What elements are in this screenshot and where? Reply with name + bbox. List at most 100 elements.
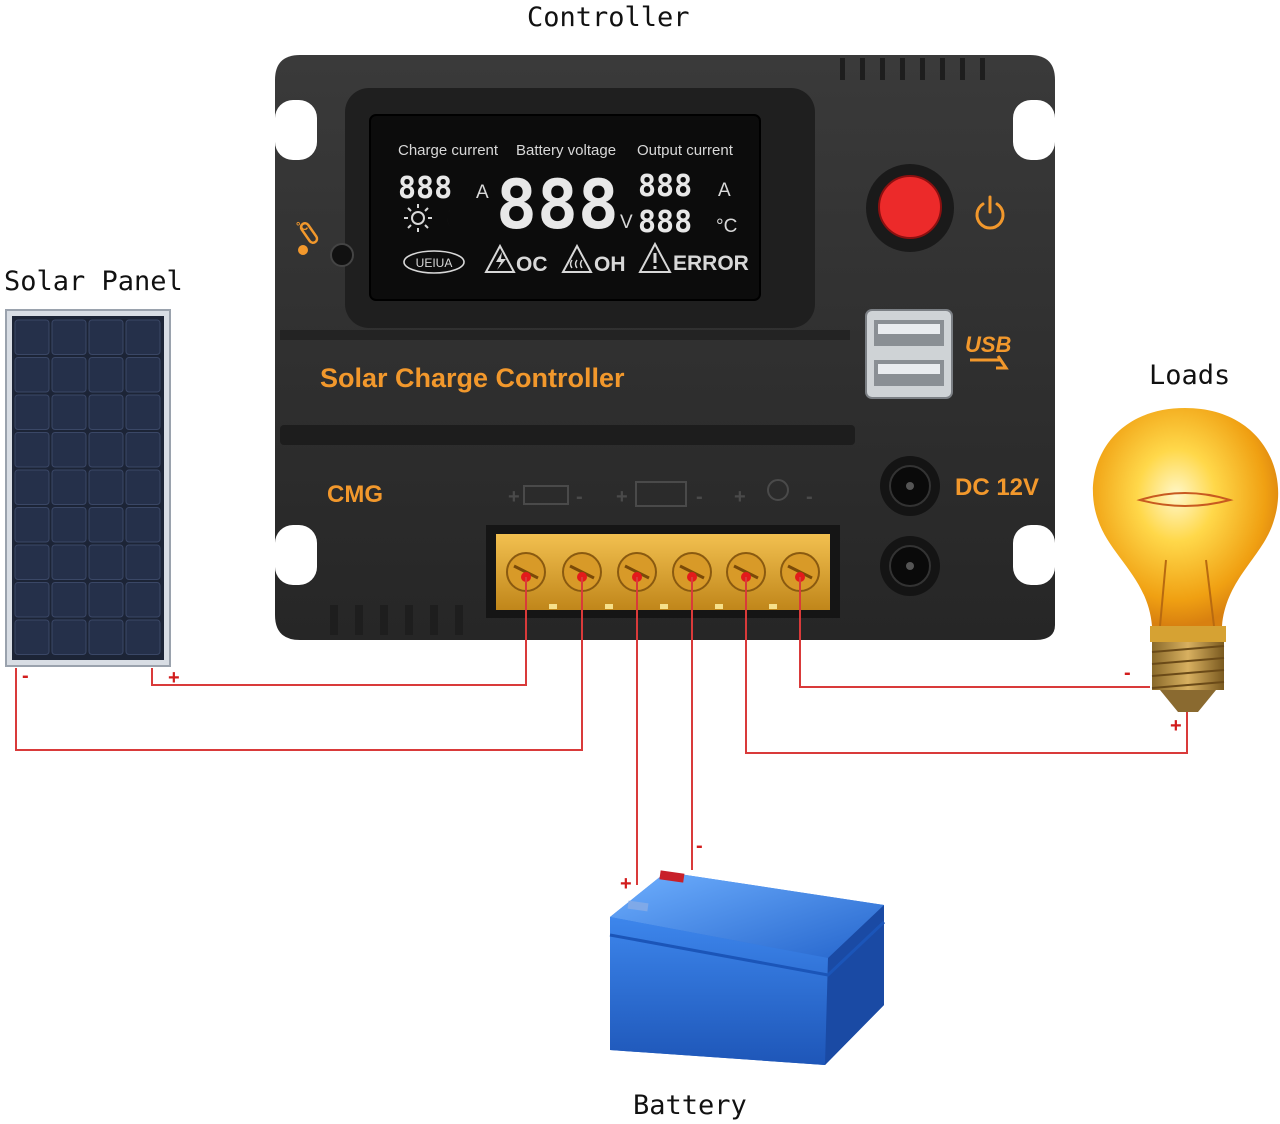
solar-cell	[88, 619, 124, 655]
lcd-error-indicator: ERROR	[673, 252, 749, 275]
loads-label: Loads	[1149, 360, 1231, 391]
solar-cell	[14, 582, 50, 618]
solar-cell	[14, 469, 50, 505]
terminal-marker	[549, 604, 557, 609]
wire-load-positive	[745, 577, 1188, 754]
battery-positive-sign: +	[620, 873, 632, 895]
lcd-output-current-unit: A	[718, 180, 731, 201]
battery	[609, 870, 886, 1065]
solar-cell	[125, 544, 161, 580]
solar-cell	[88, 357, 124, 393]
terminal-marker	[605, 604, 613, 609]
solar-cell	[125, 619, 161, 655]
usb-icon	[970, 355, 1009, 370]
load-positive-sign: +	[1170, 715, 1182, 737]
solar-cell	[88, 582, 124, 618]
lcd-temperature-unit: °C	[716, 216, 737, 237]
lcd-temperature-digits: 888	[638, 205, 692, 240]
solar-cell	[14, 507, 50, 543]
solar-cell	[88, 544, 124, 580]
solar-cell	[88, 507, 124, 543]
lcd-battery-voltage-digits: 888	[496, 166, 619, 245]
lcd-brand: UEIUA	[416, 256, 453, 270]
solar-cell	[88, 319, 124, 355]
solar-cell	[88, 432, 124, 468]
power-icon	[975, 195, 1005, 230]
terminal-marker	[715, 604, 723, 609]
solar-cell	[88, 469, 124, 505]
terminal-block	[486, 525, 840, 618]
power-button[interactable]	[878, 175, 942, 239]
light-bulb	[1092, 408, 1279, 712]
solar-cell	[14, 619, 50, 655]
solar-panel	[5, 309, 171, 667]
svg-text:-: -	[696, 486, 703, 508]
solar-cell	[51, 432, 87, 468]
svg-text:+: +	[616, 486, 628, 508]
panel-negative-sign: -	[22, 665, 29, 687]
battery-positive-terminal	[659, 870, 685, 883]
usb-ports[interactable]	[865, 309, 953, 399]
device-brand: CMG	[327, 481, 383, 508]
solar-cell	[125, 394, 161, 430]
lcd-battery-voltage-unit: V	[620, 212, 633, 233]
solar-cell	[51, 357, 87, 393]
lcd-charge-current-label: Charge current	[398, 142, 499, 159]
wire-panel-negative	[15, 577, 583, 751]
solar-cell	[51, 582, 87, 618]
solar-cell	[51, 544, 87, 580]
wires	[15, 577, 1188, 885]
lcd-oc-indicator: OC	[516, 253, 548, 276]
solar-cell	[51, 507, 87, 543]
bulb-legend-icon	[767, 479, 789, 501]
panel-legend-icon	[523, 485, 569, 505]
dc-output-label: DC 12V	[955, 474, 1039, 501]
solar-cell	[51, 619, 87, 655]
thermometer-icon: °C	[296, 221, 319, 255]
solar-cell	[125, 319, 161, 355]
temperature-sensor-unit: °C	[296, 221, 308, 233]
solar-cell	[125, 469, 161, 505]
svg-text:-: -	[806, 486, 813, 508]
temperature-sensor	[330, 243, 354, 267]
panel-positive-sign: +	[168, 667, 180, 689]
terminal-legend: + - + - + -	[508, 479, 813, 508]
solar-cell	[14, 357, 50, 393]
sun-icon	[404, 204, 432, 232]
svg-text:-: -	[576, 486, 583, 508]
solar-cell	[51, 469, 87, 505]
svg-text:+: +	[734, 486, 746, 508]
solar-cell	[51, 394, 87, 430]
svg-text:+: +	[508, 486, 520, 508]
solar-cell	[125, 507, 161, 543]
terminal-marker	[769, 604, 777, 609]
battery-label: Battery	[633, 1090, 747, 1121]
load-negative-sign: -	[1124, 662, 1131, 684]
lcd-oh-indicator: OH	[594, 253, 626, 276]
solar-cell	[14, 432, 50, 468]
usb-label: USB	[965, 332, 1012, 357]
solar-cell	[88, 394, 124, 430]
overcurrent-warning-icon	[484, 243, 516, 273]
error-warning-icon	[638, 241, 672, 273]
solar-cell	[14, 394, 50, 430]
controller-label: Controller	[527, 2, 690, 33]
solar-cell	[51, 319, 87, 355]
wire-load-negative	[799, 577, 1150, 688]
battery-negative-terminal	[627, 900, 649, 912]
solar-cell	[14, 544, 50, 580]
battery-negative-sign: -	[696, 835, 703, 857]
terminal-marker	[660, 604, 668, 609]
solar-cell	[125, 357, 161, 393]
lcd-battery-voltage-label: Battery voltage	[516, 142, 616, 159]
overheat-warning-icon	[561, 243, 593, 273]
solar-cell	[14, 319, 50, 355]
wire-panel-positive	[151, 577, 527, 686]
solar-panel-label: Solar Panel	[4, 266, 183, 297]
lcd-charge-current-digits: 888	[398, 171, 452, 206]
solar-cell	[125, 582, 161, 618]
charge-controller: Charge current Battery voltage Output cu…	[275, 55, 1055, 640]
lcd-output-current-digits: 888	[638, 169, 692, 204]
lcd-charge-current-unit: A	[476, 182, 489, 203]
